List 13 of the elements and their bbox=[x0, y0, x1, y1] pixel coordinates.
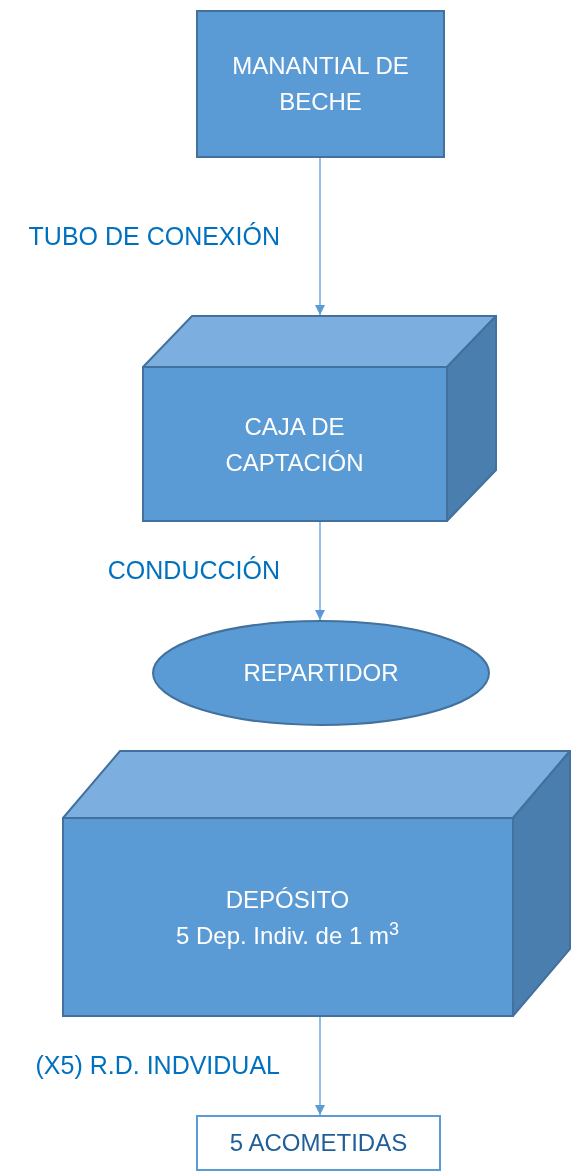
process-box bbox=[196, 1115, 441, 1171]
node-text: CAJA DE CAPTACIÓN bbox=[224, 411, 365, 478]
arrow bbox=[315, 1016, 325, 1116]
node-text: 5 Dep. Indiv. de 1 m$^{3}$ bbox=[176, 917, 399, 951]
node-text: REPARTIDOR bbox=[243, 658, 399, 688]
node-text: 5 ACOMETIDAS bbox=[229, 1128, 408, 1158]
node-text: DEPÓSITO bbox=[225, 884, 350, 915]
arrow bbox=[315, 521, 325, 621]
node-text: MANANTIAL DE BECHE bbox=[231, 51, 410, 117]
process-box bbox=[196, 10, 445, 158]
edge-label: (X5) R.D. INDVIDUAL bbox=[35, 1053, 280, 1078]
arrow bbox=[315, 157, 325, 316]
ellipse-shape bbox=[152, 620, 490, 726]
